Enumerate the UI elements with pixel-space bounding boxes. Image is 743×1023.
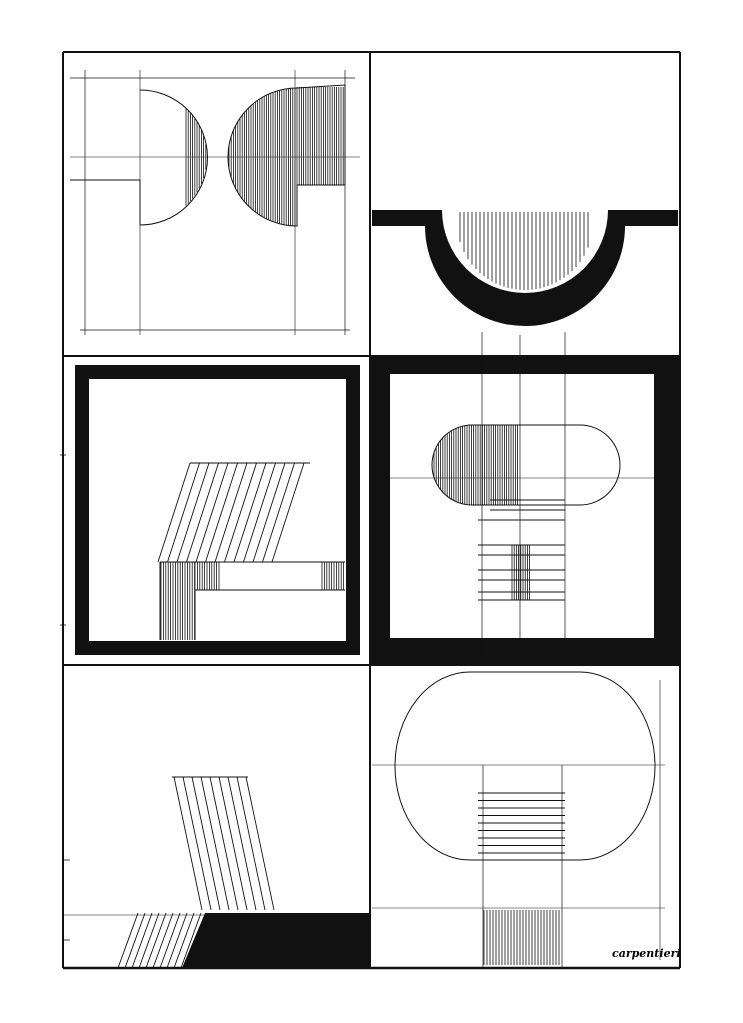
half-circle-left [139,89,208,226]
slanted-hatch [145,912,167,969]
black-trapezoid [182,913,370,968]
thick-frame-left [370,356,390,664]
slanted-hatch [124,912,146,969]
thick-frame-top [370,356,680,374]
panel-top-right [372,210,678,326]
slanted-hatch [227,776,257,911]
black-u-channel [372,210,678,326]
slanted-hatch [271,462,305,563]
artist-signature: carpentieri [612,947,681,960]
slanted-hatch [180,912,202,969]
slanted-hatch [138,912,160,969]
slanted-hatch [224,462,257,563]
slanted-hatch [209,776,239,911]
slanted-hatch [166,912,188,969]
panel-bottom-left [63,776,370,969]
slanted-hatch [214,462,248,563]
slanted-hatch [167,462,200,563]
slanted-hatch [173,912,195,969]
stadium-outline [431,424,621,506]
large-rounded-outline [394,671,656,861]
slanted-hatch [131,912,153,969]
slanted-hatch [200,776,230,911]
slanted-hatch [176,462,210,563]
panel-top-left [70,70,360,335]
slanted-hatch [186,462,219,563]
slanted-hatch [262,462,295,563]
thick-frame-right [654,356,680,664]
slanted-hatch [182,776,212,911]
slanted-hatch [205,462,238,563]
thick-frame-top [75,365,360,379]
panel-middle-right [370,332,680,664]
panel-bottom-right [372,671,665,968]
thick-frame-right [346,365,360,655]
slanted-hatch [173,776,203,911]
slanted-hatch [117,912,139,969]
thick-frame-left [75,365,89,655]
slanted-hatch [243,462,276,563]
slanted-hatch [152,912,174,969]
slanted-hatch [157,462,191,563]
thick-frame-bottom [370,638,680,664]
slanted-hatch [195,462,229,563]
slanted-hatch [191,776,221,911]
slanted-hatch [159,912,181,969]
slanted-hatch [218,776,248,911]
slanted-hatch [236,776,266,911]
slanted-hatch [252,462,286,563]
slanted-hatch [233,462,267,563]
slanted-hatch [245,776,275,911]
outer-grid-frame [62,51,681,970]
thick-frame-bottom [75,641,360,655]
panel-middle-left [60,365,360,655]
